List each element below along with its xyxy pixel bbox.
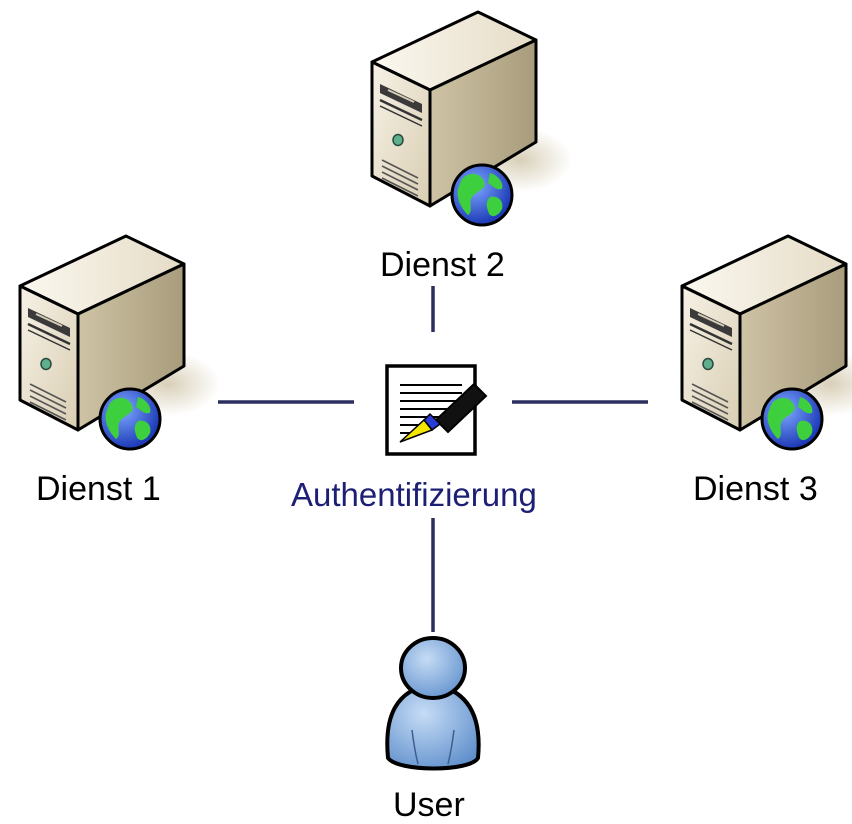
server-dienst1-icon — [18, 234, 222, 451]
label-dienst3: Dienst 3 — [693, 470, 818, 508]
server-dienst3-icon — [680, 234, 852, 451]
server-dienst2-icon — [370, 10, 574, 227]
document-pen-icon — [385, 364, 488, 456]
label-dienst2: Dienst 2 — [380, 246, 505, 284]
label-user: User — [393, 786, 465, 824]
label-authentifizierung: Authentifizierung — [291, 476, 537, 513]
label-dienst1: Dienst 1 — [36, 470, 161, 508]
user-icon — [385, 636, 481, 771]
